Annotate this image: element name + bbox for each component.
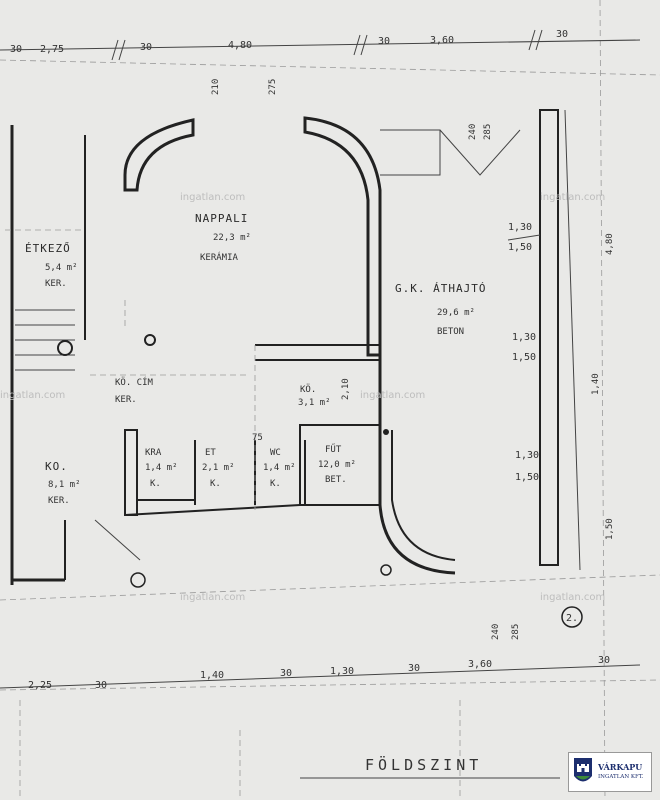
et-name: ET [205, 448, 216, 458]
kitchen-floor: KER. [115, 395, 137, 405]
castle-crest-icon [574, 758, 592, 782]
pantry-name: KÖ. [300, 384, 316, 395]
wc-area: 1,4 m² [263, 463, 296, 473]
height-mark-10: 240 [491, 624, 501, 640]
watermark-4: ingatlan.com [360, 390, 425, 401]
dim-top-1: 30 [10, 44, 22, 55]
dim-top-6: 3,60 [430, 35, 454, 46]
height-mark-4: 285 [483, 124, 493, 140]
living-floor: KERÁMIA [200, 251, 239, 263]
dim-bottom-5: 1,30 [330, 666, 354, 677]
watermark-1: ingatlan.com [180, 192, 245, 203]
window-mark-top-2: 1,50 [508, 242, 532, 253]
watermark-3: ingatlan.com [0, 390, 65, 401]
pantry-area: 3,1 m² [298, 398, 331, 408]
watermarks: ingatlan.com ingatlan.com ingatlan.com i… [0, 192, 605, 603]
hall-area: 29,6 m² [437, 308, 475, 318]
kamra-name: KRA [145, 448, 162, 458]
height-marks: 210 275 240 285 1,40 4,80 1,50 2,10 75 2… [211, 79, 615, 640]
hall-name: G.K. ÁTHAJTÓ [395, 282, 486, 295]
hall-floor: BETON [437, 327, 464, 337]
logo-line-1: VÁRKAPU [598, 762, 643, 772]
watermark-6: ingatlan.com [540, 592, 605, 603]
dim-top-3: 30 [140, 42, 152, 53]
dining-name: ÉTKEZŐ [25, 241, 71, 255]
watermark-5: ingatlan.com [180, 592, 245, 603]
agency-logo: VÁRKAPU INGATLAN KFT. [568, 752, 652, 792]
height-mark-11: 285 [511, 624, 521, 640]
kamra-floor: K. [150, 479, 161, 489]
plan-title: FÖLDSZINT [365, 755, 482, 774]
wc-floor: K. [270, 479, 281, 489]
living-area: 22,3 m² [213, 233, 251, 243]
height-mark-5: 1,40 [591, 373, 601, 395]
height-mark-6: 4,80 [605, 233, 615, 255]
window-mark-mid-2: 1,50 [512, 352, 536, 363]
dim-bottom-6: 30 [408, 663, 420, 674]
dim-top-2: 2,75 [40, 44, 64, 55]
window-mark-low-2: 1,50 [515, 472, 539, 483]
dim-bottom-2: 30 [95, 680, 107, 691]
window-markers: 1,30 1,50 1,30 1,50 1,30 1,50 [507, 222, 541, 483]
kamra-area: 1,4 m² [145, 463, 178, 473]
logo-line-2: INGATLAN KFT. [598, 774, 644, 780]
boiler-floor: BET. [325, 475, 347, 485]
height-mark-9: 75 [252, 433, 263, 443]
boiler-name: FŰT [325, 444, 342, 455]
dim-top-7: 30 [556, 29, 568, 40]
boiler-area: 12,0 m² [318, 460, 356, 470]
walls [5, 109, 581, 588]
bottom-dimension-line: 2,25 30 1,40 30 1,30 30 3,60 30 [0, 655, 641, 691]
dim-bottom-8: 30 [598, 655, 610, 666]
room-name: KO. [45, 460, 68, 473]
watermark-2: ingatlan.com [540, 192, 605, 203]
grid-axis-label: 2. [566, 613, 578, 624]
et-area: 2,1 m² [202, 463, 235, 473]
height-mark-8: 2,10 [341, 378, 351, 400]
dim-top-4: 4,80 [228, 40, 252, 51]
height-mark-1: 210 [211, 79, 221, 95]
dim-bottom-3: 1,40 [200, 670, 224, 681]
living-name: NAPPALI [195, 212, 248, 225]
room-area: 8,1 m² [48, 480, 81, 490]
et-floor: K. [210, 479, 221, 489]
grid-axis-marker: 2. [561, 606, 583, 628]
dim-bottom-7: 3,60 [468, 659, 492, 670]
height-mark-2: 275 [268, 79, 278, 95]
dim-top-5: 30 [378, 36, 390, 47]
height-mark-7: 1,50 [605, 518, 615, 540]
room-labels: NAPPALI 22,3 m² KERÁMIA ÉTKEZŐ 5,4 m² KE… [25, 212, 486, 506]
wc-name: WC [270, 448, 281, 458]
window-mark-mid-1: 1,30 [512, 332, 536, 343]
height-mark-3: 240 [468, 124, 478, 140]
dining-area: 5,4 m² [45, 263, 78, 273]
dining-floor: KER. [45, 279, 67, 289]
dim-bottom-1: 2,25 [28, 680, 52, 691]
window-mark-low-1: 1,30 [515, 450, 539, 461]
room-floor: KER. [48, 496, 70, 506]
window-mark-top-1: 1,30 [508, 222, 532, 233]
kitchen-name: KÖ. CÍM [115, 376, 154, 388]
top-dimension-line: 30 2,75 30 4,80 30 3,60 30 [0, 29, 641, 61]
dim-bottom-4: 30 [280, 668, 292, 679]
